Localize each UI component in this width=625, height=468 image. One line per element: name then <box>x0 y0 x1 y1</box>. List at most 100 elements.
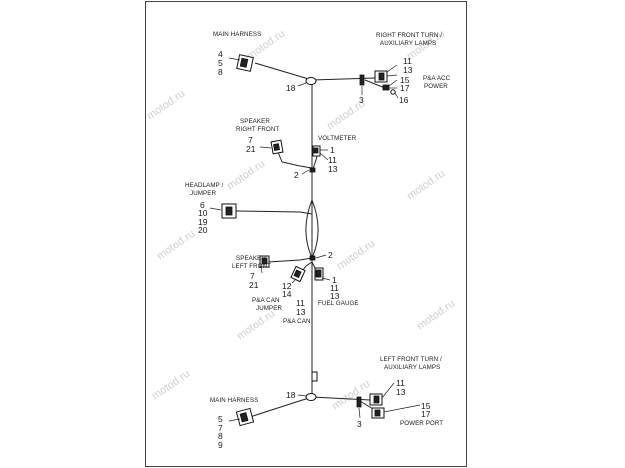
callout-number: 11 <box>403 56 412 66</box>
callout-number: 13 <box>396 387 406 397</box>
watermark-layer: motod.ru motod.ru motod.ru motod.ru moto… <box>145 28 457 413</box>
callout-number: 8 <box>218 67 223 77</box>
label-rf-turn-line2: AUXILIARY LAMPS <box>380 40 436 47</box>
callout-number: 5 <box>218 414 223 424</box>
label-headlamp-line2: JUMPER <box>190 190 216 197</box>
right-front-turn-connector <box>374 70 388 83</box>
callout-number: 3 <box>357 419 362 429</box>
callout-number: 13 <box>403 65 413 75</box>
pa-acc-power-connector <box>382 84 396 95</box>
fuel-gauge-connector <box>314 267 324 281</box>
speaker-lf-connector <box>259 255 270 268</box>
callout-number: 3 <box>359 95 364 105</box>
callout-number: 7 <box>218 423 223 433</box>
callout-number: 5 <box>218 58 223 68</box>
watermark-text: motod.ru <box>145 88 187 123</box>
callout-number: 17 <box>400 83 410 93</box>
leader-lines <box>209 57 421 422</box>
label-lf-turn-line1: LEFT FRONT TURN / <box>380 356 442 363</box>
callout-number: 10 <box>198 208 208 218</box>
watermark-text: motod.ru <box>155 228 197 263</box>
callout-number: 13 <box>328 164 338 174</box>
bottom-main-harness-wire <box>249 396 313 418</box>
harness-wires <box>234 62 386 418</box>
clip-top <box>359 74 365 86</box>
label-main-harness-bottom: MAIN HARNESS <box>210 397 258 404</box>
watermark-text: motod.ru <box>405 168 447 203</box>
label-pa-can-jumper-line1: P&A CAN <box>252 297 280 304</box>
watermark-text: motod.ru <box>415 298 457 333</box>
callout-number: 18 <box>286 83 296 93</box>
watermark-text: motod.ru <box>335 238 377 273</box>
label-speaker-rf-line1: SPEAKER <box>240 118 270 125</box>
callout-number: 2 <box>328 250 333 260</box>
callout-number: 8 <box>218 431 223 441</box>
main-harness-bottom-connector <box>235 407 255 427</box>
callout-number: 11 <box>296 298 305 308</box>
label-fuel-gauge: FUEL GAUGE <box>318 300 359 307</box>
label-voltmeter: VOLTMETER <box>318 135 357 142</box>
label-headlamp-line1: HEADLAMP / <box>185 182 224 189</box>
label-pa-can-jumper-line2: JUMPER <box>256 305 282 312</box>
label-pa-can: P&A CAN <box>283 318 311 325</box>
callout-number: 7 <box>250 271 255 281</box>
label-lf-turn-line2: AUXILIARY LAMPS <box>384 364 440 371</box>
callout-number: 21 <box>246 144 256 154</box>
headlamp-connector <box>221 203 237 219</box>
callout-number: 15 <box>400 75 410 85</box>
clip-bottom <box>356 396 362 408</box>
speaker-lf-wire <box>267 257 313 263</box>
callout-number: 13 <box>330 291 340 301</box>
callout-number: 21 <box>249 280 259 290</box>
label-pa-acc-line1: P&A ACC <box>423 75 451 82</box>
label-pa-acc-line2: POWER <box>424 83 448 90</box>
watermark-text: motod.ru <box>150 368 192 403</box>
callout-number: 17 <box>421 409 431 419</box>
callout-numbers: 4 5 8 18 3 11 13 15 17 16 7 21 2 1 11 13… <box>198 49 431 450</box>
callout-number: 6 <box>200 200 205 210</box>
callout-number: 12 <box>282 281 292 291</box>
callout-number: 14 <box>282 289 292 299</box>
label-speaker-lf-line2: LEFT FRONT <box>232 263 271 270</box>
label-speaker-lf-line1: SPEAKER <box>236 255 266 262</box>
grommet-top <box>305 77 317 85</box>
label-rf-turn-line1: RIGHT FRONT TURN / <box>376 32 442 39</box>
speaker-rf-wire <box>277 151 313 169</box>
label-main-harness-top: MAIN HARNESS <box>213 31 261 38</box>
trunk-bulge-right <box>311 199 319 259</box>
callout-number: 11 <box>328 155 337 165</box>
callout-number: 2 <box>294 170 299 180</box>
callout-number: 1 <box>332 275 337 285</box>
voltmeter-connector <box>312 145 321 157</box>
callout-number: 13 <box>296 307 306 317</box>
callout-number: 19 <box>198 217 208 227</box>
trunk-connector-box <box>311 371 318 382</box>
top-main-harness-wire <box>254 62 313 81</box>
callout-number: 18 <box>286 390 296 400</box>
callout-number: 11 <box>330 283 339 293</box>
headlamp-wire <box>234 210 313 215</box>
watermark-text: motod.ru <box>225 158 267 193</box>
power-port-connector <box>371 407 385 419</box>
pa-can-jumper-connector <box>290 265 306 283</box>
trunk-bulge-left <box>305 199 313 259</box>
clip-upper <box>309 167 316 173</box>
watermark-text: motod.ru <box>330 378 372 413</box>
watermark-text: motod.ru <box>235 308 277 343</box>
caption-labels: MAIN HARNESS RIGHT FRONT TURN / AUXILIAR… <box>185 31 451 427</box>
callout-number: 7 <box>248 135 253 145</box>
label-power-port: POWER PORT <box>400 420 443 427</box>
grommet-bottom <box>305 393 317 401</box>
label-speaker-rf-line2: RIGHT FRONT <box>236 126 279 133</box>
callout-number: 11 <box>396 378 405 388</box>
callout-number: 1 <box>330 145 335 155</box>
connectors <box>221 54 396 427</box>
speaker-rf-connector <box>270 139 284 155</box>
callout-number: 20 <box>198 225 208 235</box>
callout-number: 9 <box>218 440 223 450</box>
callout-number: 16 <box>399 95 409 105</box>
callout-number: 15 <box>421 401 431 411</box>
top-right-wire <box>311 77 376 81</box>
clip-lower <box>309 255 316 261</box>
